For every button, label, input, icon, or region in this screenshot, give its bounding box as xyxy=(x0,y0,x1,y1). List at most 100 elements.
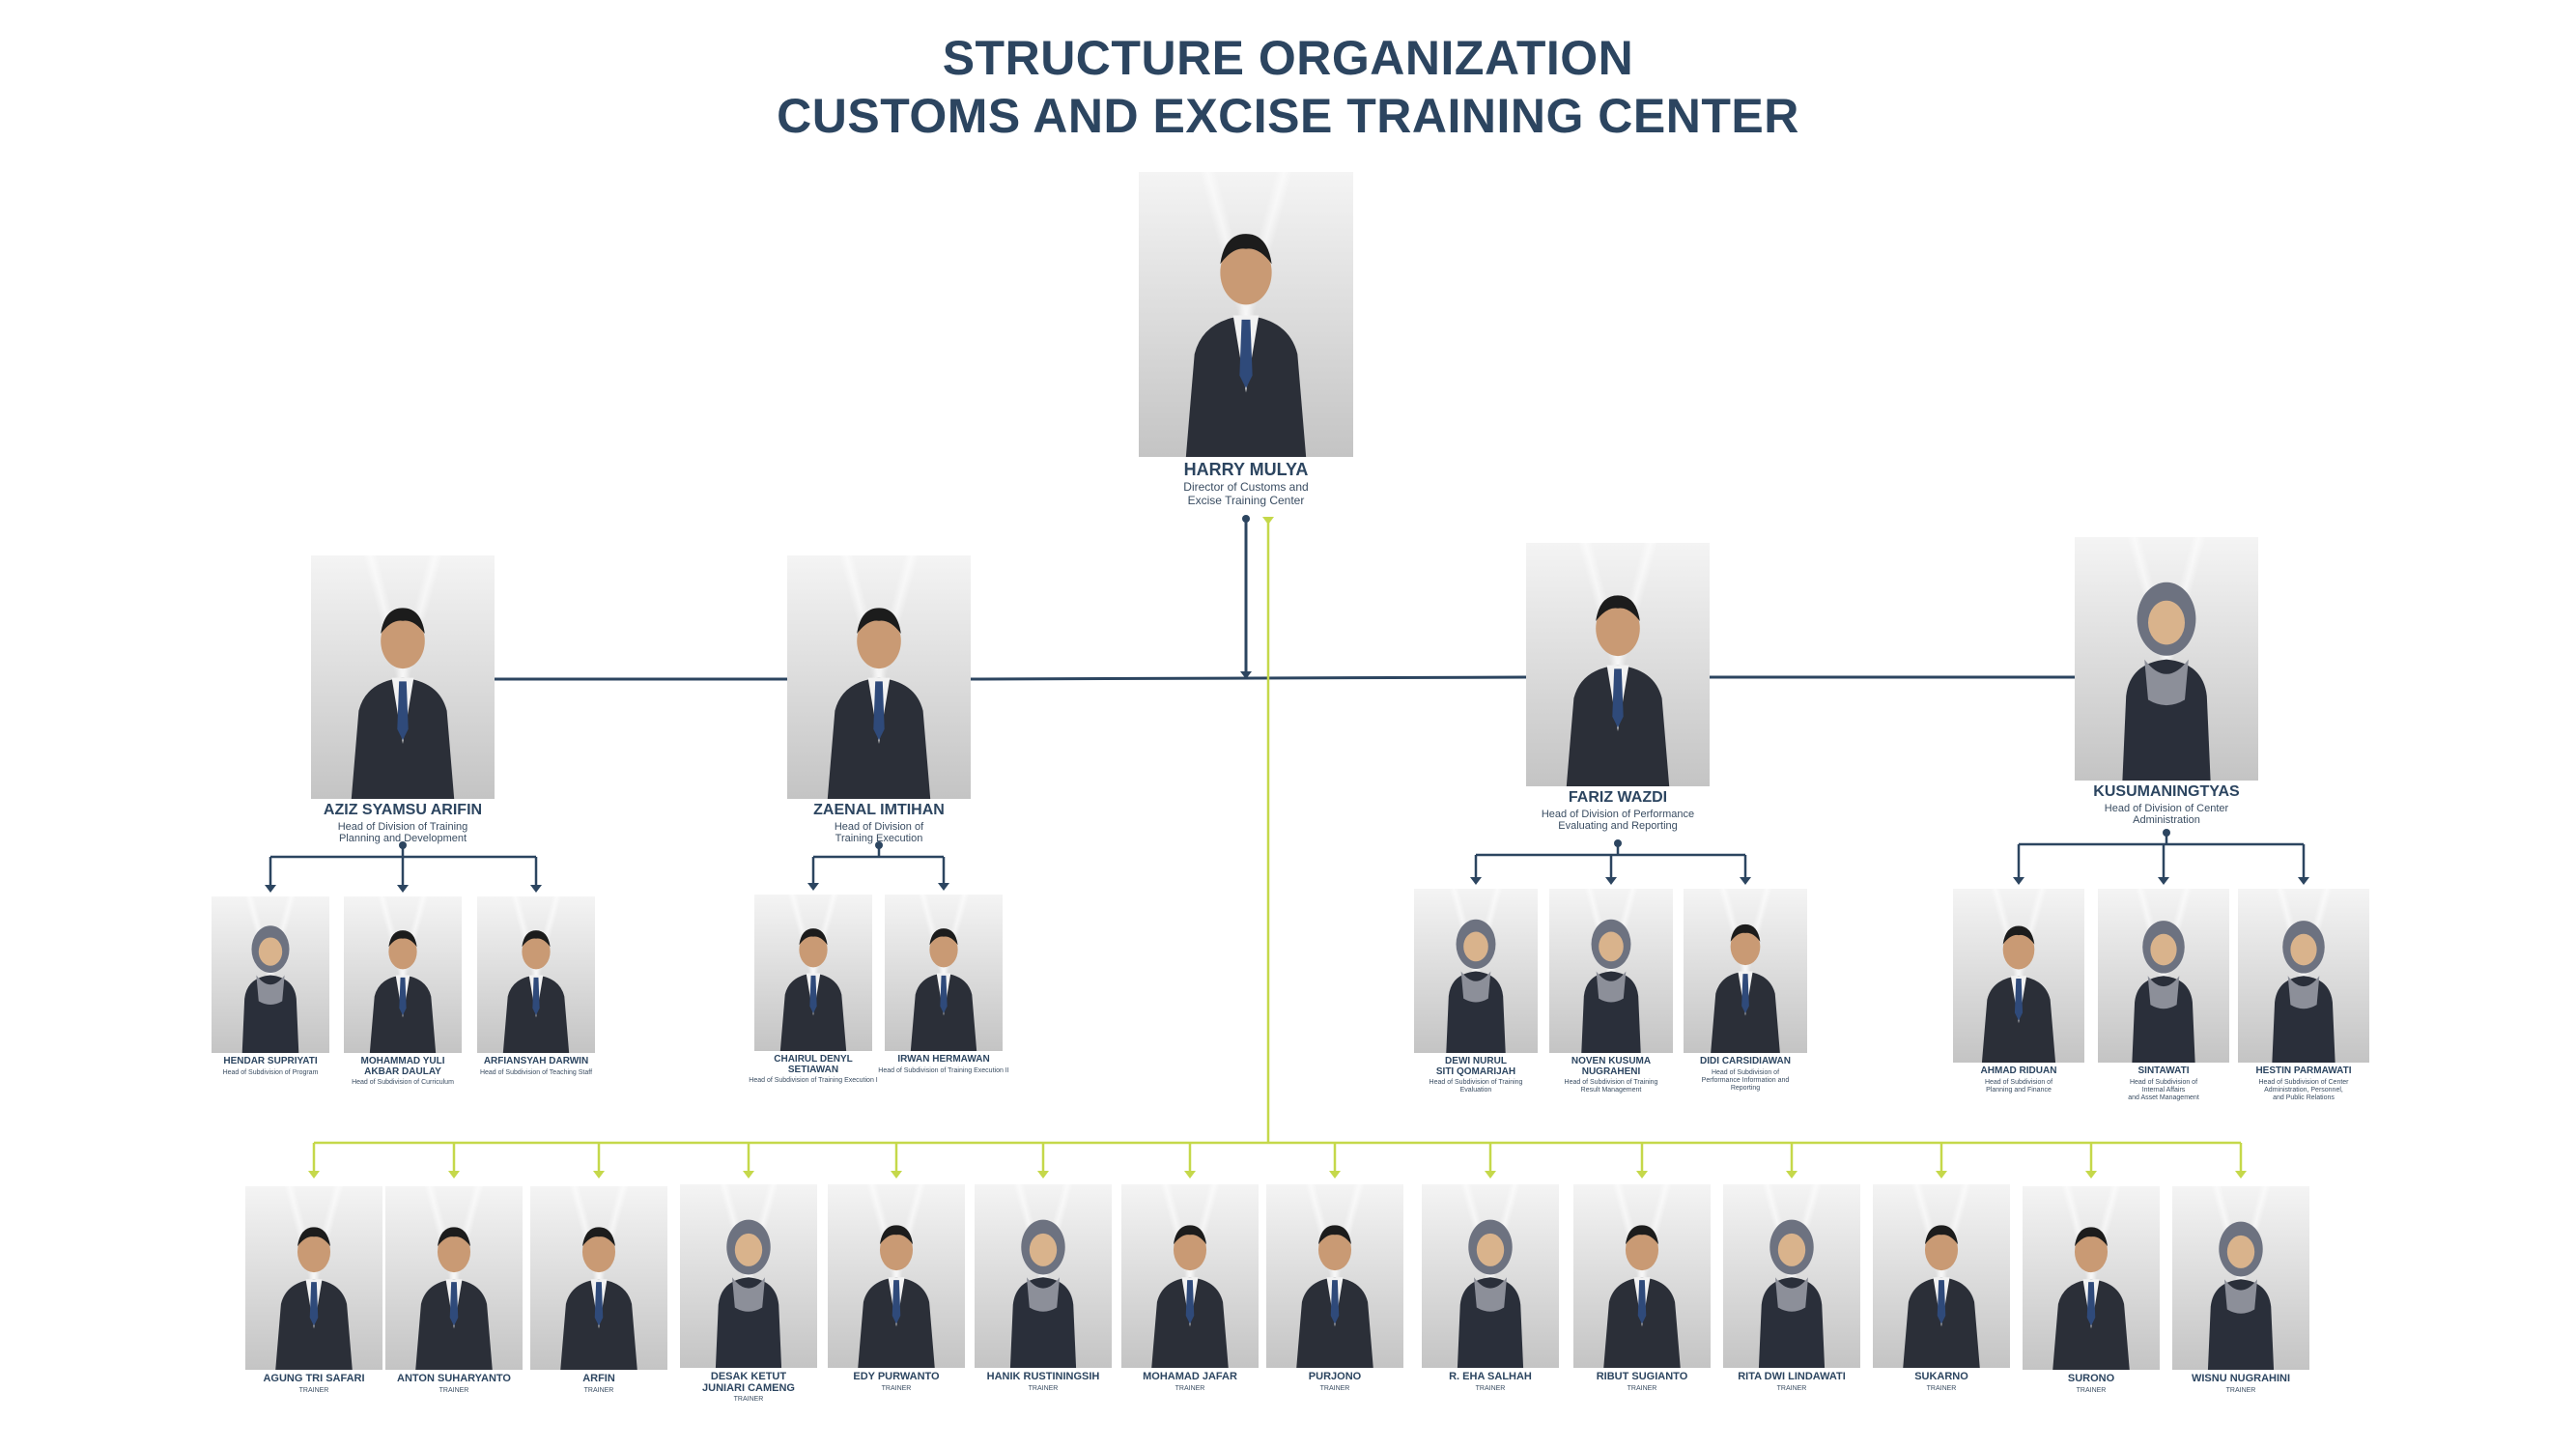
trainer-arrow xyxy=(1037,1171,1049,1179)
subdivision-head-role: Head of Subdivision of Program xyxy=(222,1068,319,1076)
trainer-role: TRAINER xyxy=(733,1396,764,1404)
portrait-subdivision-head xyxy=(1549,889,1673,1053)
subdivision-arrow xyxy=(938,883,949,891)
portrait-trainer xyxy=(1422,1184,1559,1368)
trainer-arrow xyxy=(1329,1171,1341,1179)
trainer-name: RITA DWI LINDAWATI xyxy=(1738,1371,1846,1382)
trainer-arrow xyxy=(1936,1171,1947,1179)
division-head-name: ZAENAL IMTIHAN xyxy=(813,802,945,818)
subdivision-arrow xyxy=(1470,877,1482,885)
portrait-trainer xyxy=(1873,1184,2010,1368)
trainer-arrow xyxy=(593,1171,605,1179)
trainer-arrow xyxy=(2235,1171,2247,1179)
subdivision-head-name: SINTAWATI xyxy=(2137,1065,2190,1076)
trainer-role: TRAINER xyxy=(298,1386,329,1394)
portrait-trainer xyxy=(1121,1184,1259,1368)
subdivision-arrow xyxy=(807,883,819,891)
subdivision-head-name: MOHAMMAD YULI AKBAR DAULAY xyxy=(360,1056,445,1077)
trainer-name: RIBUT SUGIANTO xyxy=(1596,1371,1688,1382)
trainer-arrow xyxy=(891,1171,902,1179)
subdivision-arrow xyxy=(397,885,409,893)
portrait-subdivision-head xyxy=(1953,889,2084,1063)
trainer-name: EDY PURWANTO xyxy=(853,1371,940,1382)
portrait-division-head xyxy=(311,555,495,799)
trainer-role: TRAINER xyxy=(2076,1386,2107,1394)
trainer-arrow xyxy=(308,1171,320,1179)
director-stem-arrow xyxy=(1240,671,1252,679)
portrait-trainer xyxy=(530,1186,667,1370)
portrait-trainer xyxy=(385,1186,523,1370)
portrait-division-head xyxy=(2075,537,2258,781)
subdivision-head-role: Head of Subdivision of Training Evaluati… xyxy=(1429,1079,1523,1094)
trainer-role: TRAINER xyxy=(583,1386,614,1394)
trainer-arrow xyxy=(1184,1171,1196,1179)
chart-title-line-1: STRUCTURE ORGANIZATION xyxy=(942,31,1634,85)
division-head-role: Head of Division of Performance Evaluati… xyxy=(1541,808,1695,833)
subdivision-arrow xyxy=(265,885,276,893)
director-stem-dot xyxy=(1242,515,1250,523)
trainer-name: ARFIN xyxy=(582,1373,615,1384)
trainer-name: SURONO xyxy=(2067,1373,2115,1384)
subdivision-head-name: DIDI CARSIDIAWAN xyxy=(1700,1056,1791,1066)
trainer-name: R. EHA SALHAH xyxy=(1449,1371,1532,1382)
portrait-trainer xyxy=(975,1184,1112,1368)
subdivision-head-name: HENDAR SUPRIYATI xyxy=(223,1056,318,1066)
division-head-role: Head of Division of Training Planning an… xyxy=(337,820,468,845)
subdivision-head-role: Head of Subdivision of Training Result M… xyxy=(1564,1079,1658,1094)
portrait-subdivision-head xyxy=(212,896,329,1053)
portrait-subdivision-head xyxy=(885,895,1003,1051)
subdivision-arrow xyxy=(2013,877,2024,885)
trainer-role: TRAINER xyxy=(439,1386,469,1394)
subdivision-head-name: CHAIRUL DENYL SETIAWAN xyxy=(774,1054,853,1075)
trainer-role: TRAINER xyxy=(2225,1386,2256,1394)
chart-title-line-2: CUSTOMS AND EXCISE TRAINING CENTER xyxy=(777,89,1799,143)
subdivision-head-name: ARFIANSYAH DARWIN xyxy=(483,1056,589,1066)
portrait-trainer xyxy=(680,1184,817,1368)
portrait-division-head xyxy=(787,555,971,799)
trainer-name: PURJONO xyxy=(1308,1371,1362,1382)
portrait-subdivision-head xyxy=(1684,889,1807,1053)
portrait-trainer xyxy=(1266,1184,1403,1368)
subdivision-head-name: IRWAN HERMAWAN xyxy=(897,1054,990,1065)
portrait-subdivision-head xyxy=(344,896,462,1053)
portrait-subdivision-head xyxy=(1414,889,1538,1053)
director-name: HARRY MULYA xyxy=(1183,460,1309,479)
division-head-name: AZIZ SYAMSU ARIFIN xyxy=(323,802,483,818)
portrait-subdivision-head xyxy=(2098,889,2229,1063)
trainer-arrow xyxy=(448,1171,460,1179)
trainer-arrow xyxy=(1636,1171,1648,1179)
trainer-role: TRAINER xyxy=(1319,1384,1350,1392)
trainer-role: TRAINER xyxy=(1926,1384,1957,1392)
subdivision-head-role: Head of Subdivision of Training Executio… xyxy=(878,1066,1009,1074)
trainer-stem-arrow-up xyxy=(1262,517,1274,525)
portrait-trainer xyxy=(2023,1186,2160,1370)
portrait-trainer xyxy=(2172,1186,2309,1370)
subdivision-head-name: HESTIN PARMAWATI xyxy=(2255,1065,2352,1076)
trainer-name: MOHAMAD JAFAR xyxy=(1143,1371,1237,1382)
subdivision-head-name: AHMAD RIDUAN xyxy=(1980,1065,2057,1076)
subdivision-head-role: Head of Subdivision of Teaching Staff xyxy=(479,1068,593,1076)
trainer-role: TRAINER xyxy=(1175,1384,1205,1392)
trainer-name: AGUNG TRI SAFARI xyxy=(263,1373,365,1384)
subdivision-arrow xyxy=(2158,877,2169,885)
subdivision-arrow xyxy=(530,885,542,893)
subdivision-head-role: Head of Subdivision of Internal Affairs … xyxy=(2128,1078,2199,1101)
portrait-division-head xyxy=(1526,543,1710,786)
director-role: Director of Customs and Excise Training … xyxy=(1183,479,1309,507)
portrait-subdivision-head xyxy=(477,896,595,1053)
subdivision-head-role: Head of Subdivision of Training Executio… xyxy=(749,1077,878,1084)
trainer-arrow xyxy=(1786,1171,1798,1179)
subdivision-head-role: Head of Subdivision of Center Administra… xyxy=(2258,1078,2349,1101)
subdivision-head-role: Head of Subdivision of Performance Infor… xyxy=(1701,1068,1790,1092)
portrait-trainer xyxy=(1573,1184,1711,1368)
portrait-subdivision-head xyxy=(754,895,872,1051)
subdivision-head-name: DEWI NURUL SITI QOMARIJAH xyxy=(1435,1056,1516,1077)
trainer-name: DESAK KETUT JUNIARI CAMENG xyxy=(702,1371,795,1394)
portrait-trainer xyxy=(245,1186,382,1370)
subdivision-head-name: NOVEN KUSUMA NUGRAHENI xyxy=(1571,1056,1652,1077)
subdivision-arrow xyxy=(1740,877,1751,885)
trainer-name: HANIK RUSTININGSIH xyxy=(986,1371,1100,1382)
trainer-name: SUKARNO xyxy=(1914,1371,1968,1382)
division-head-name: FARIZ WAZDI xyxy=(1568,789,1668,806)
portrait-subdivision-head xyxy=(2238,889,2369,1063)
